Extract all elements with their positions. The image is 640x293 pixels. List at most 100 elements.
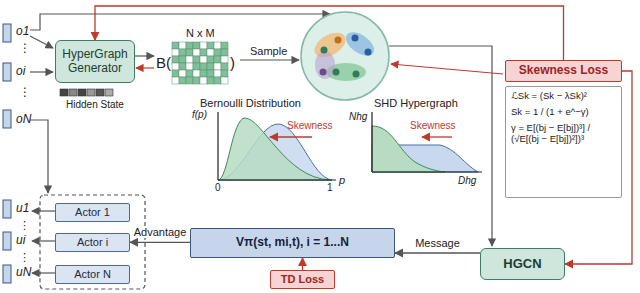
- action-label: uN: [16, 266, 31, 278]
- matrix-cell: [186, 49, 193, 56]
- matrix-cell: [200, 49, 207, 56]
- wire: [32, 272, 55, 273]
- vertex: [352, 35, 359, 42]
- matrix-cell: [214, 56, 221, 63]
- matrix-cell: [221, 42, 228, 49]
- matrix-cell: [193, 77, 200, 84]
- hyperedge: [342, 27, 379, 60]
- state-cell: [60, 89, 68, 96]
- matrix-cell: [207, 56, 214, 63]
- matrix-cell: [193, 56, 200, 63]
- hyperedge: [315, 51, 335, 79]
- bernoulli-plot: [218, 112, 336, 180]
- hypergraph-illustration: [301, 12, 389, 100]
- degree-curve: [372, 126, 445, 172]
- action-label: u1: [16, 202, 29, 214]
- box-text: TD Loss: [281, 273, 324, 286]
- loss-box: TD Loss: [270, 270, 335, 289]
- wire: [32, 210, 55, 211]
- box-text: HGCN: [503, 257, 541, 272]
- wire: [30, 120, 48, 193]
- matrix-cell: [193, 49, 200, 56]
- matrix-cell: [207, 63, 214, 70]
- matrix-cell: [214, 63, 221, 70]
- skew-arrow: [422, 136, 452, 137]
- wire: [30, 14, 330, 30]
- observation-wires: [30, 14, 330, 193]
- obs-label: oi: [16, 65, 25, 77]
- actor-box: Actor 1: [55, 203, 130, 222]
- forward-arrow: [135, 55, 154, 56]
- box-text: Actor i: [77, 236, 108, 249]
- matrix-cell: [214, 42, 221, 49]
- box-text: γ = E[(bj − E[bj])³] / (√E[(bj − E[bj])²…: [511, 123, 616, 145]
- caption-text: Hidden State: [66, 100, 124, 110]
- matrix-cell: [186, 42, 193, 49]
- sample-arrow: [240, 59, 299, 60]
- flow-connector: [395, 252, 480, 253]
- matrix-cell: [214, 70, 221, 77]
- plot-axes: [218, 112, 336, 180]
- matrix-cell: [207, 49, 214, 56]
- matrix-cell: [221, 49, 228, 56]
- skew-label: Skewness: [410, 121, 456, 131]
- skew-arrow: [270, 136, 312, 137]
- box-text: Skewness Loss: [519, 64, 608, 78]
- vertex: [333, 69, 340, 76]
- edge-label: Message: [413, 238, 462, 249]
- formula-box: ℒSk = (Sk − λSk)²Sk = 1 / (1 + e^−γ)γ = …: [505, 86, 622, 198]
- matrix-cell: [200, 56, 207, 63]
- ellipsis: ⋮: [19, 42, 31, 54]
- skew-label: Skewness: [287, 121, 333, 131]
- matrix-cell: [186, 56, 193, 63]
- action-label: ui: [16, 234, 25, 246]
- state-cell: [96, 89, 104, 96]
- vertex: [321, 47, 328, 54]
- plot-title: SHD Hypergraph: [374, 98, 458, 109]
- matrix-cell: [172, 42, 179, 49]
- matrix-cell: [172, 63, 179, 70]
- matrix-cell: [214, 49, 221, 56]
- actor-group-frame: [40, 195, 145, 289]
- hypergraph-disc: [301, 12, 389, 100]
- matrix-cell: [179, 70, 186, 77]
- matrix-cell: [186, 70, 193, 77]
- matrix-cell: [172, 56, 179, 63]
- bernoulli-matrix: [172, 42, 228, 84]
- matrix-cell: [179, 63, 186, 70]
- observation-vectors: [3, 24, 11, 128]
- matrix-cell: [193, 63, 200, 70]
- matrix-cell: [221, 63, 228, 70]
- box-text: Actor N: [74, 268, 111, 281]
- matrix-cell: [186, 77, 193, 84]
- matrix-bracket: B(: [156, 55, 171, 70]
- tick-label: 1: [327, 183, 333, 193]
- matrix-cell: [221, 70, 228, 77]
- actor-box: Actor i: [55, 233, 130, 252]
- arrow-label: Sample: [250, 46, 287, 57]
- shd-plot: [372, 112, 482, 172]
- matrix-cell: [214, 77, 221, 84]
- obs-label: oN: [16, 113, 31, 125]
- matrix-cell: [172, 77, 179, 84]
- gradient-connector: [95, 6, 564, 60]
- matrix-cell: [186, 63, 193, 70]
- matrix-cell: [207, 77, 214, 84]
- hidden-state-bars: [60, 89, 113, 96]
- vector-icon: [3, 232, 11, 250]
- actor-box: Actor N: [55, 265, 130, 284]
- generator-box: HyperGraph Generator: [55, 40, 135, 83]
- wire: [32, 240, 55, 241]
- vector-icon: [3, 200, 11, 218]
- action-wires: [32, 211, 55, 273]
- matrix-cell: [207, 42, 214, 49]
- box-text: ℒSk = (Sk − λSk)²: [511, 91, 587, 102]
- matrix-cell: [200, 42, 207, 49]
- matrix-cell: [179, 49, 186, 56]
- matrix-cell: [221, 77, 228, 84]
- matrix-cell: [172, 49, 179, 56]
- vertex: [365, 49, 372, 56]
- vertex: [353, 71, 360, 78]
- ellipsis: ⋮: [19, 220, 30, 231]
